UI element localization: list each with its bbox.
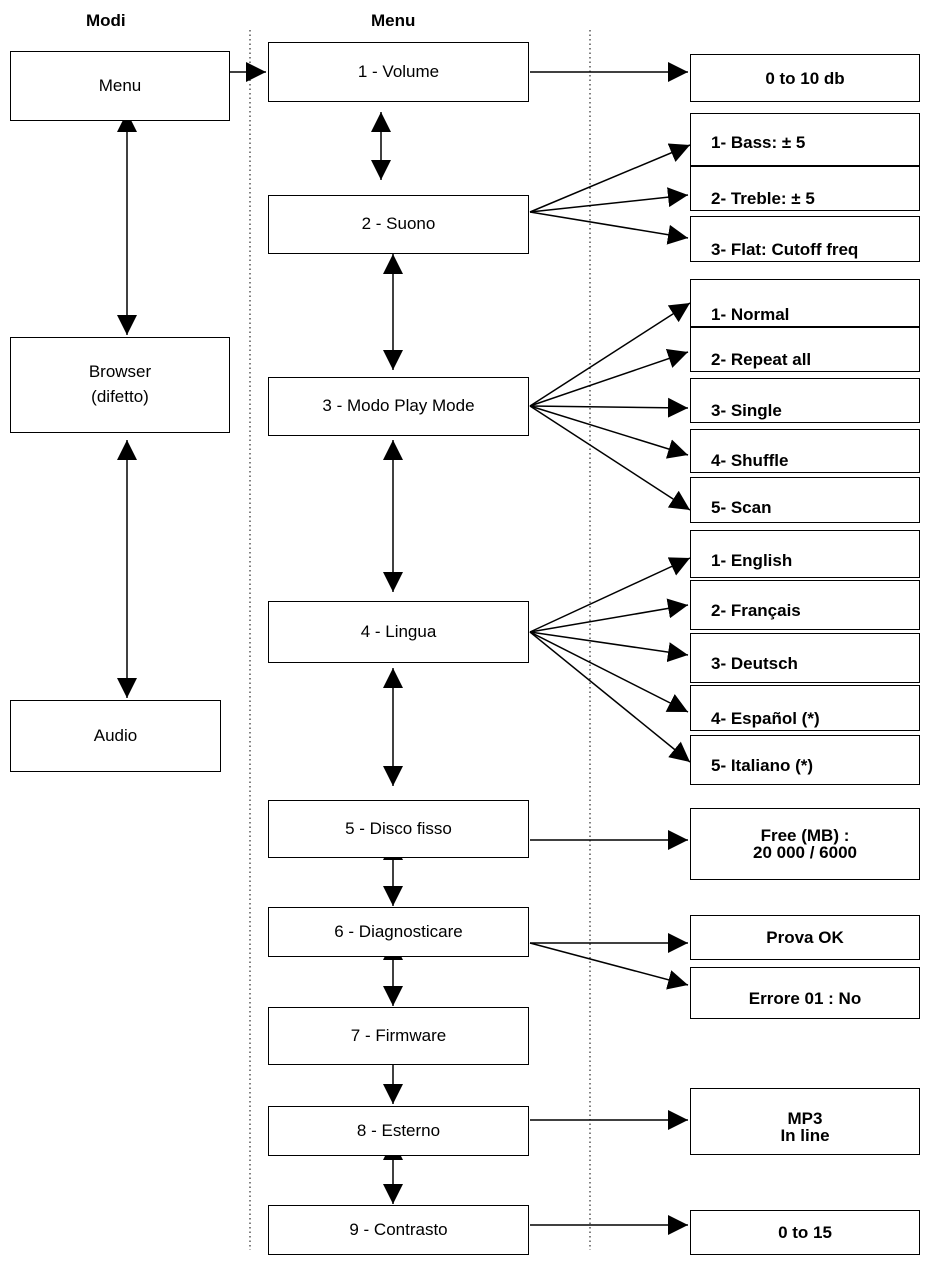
option-play-normal-label: 1- Normal	[711, 305, 790, 324]
menu-item-play-mode[interactable]: 3 - Modo Play Mode	[268, 377, 529, 436]
option-volume-label: 0 to 10 db	[765, 68, 845, 88]
option-language-german-label: 3- Deutsch	[711, 654, 798, 673]
option-sound-flat-label: 3- Flat: Cutoff freq	[711, 240, 859, 259]
arrow-language-option-3	[529, 631, 689, 663]
option-play-repeat-all-label: 2- Repeat all	[711, 350, 812, 369]
arrow-sound-option-2	[529, 187, 689, 213]
option-volume[interactable]: 0 to 10 db	[690, 54, 920, 102]
option-language-spanish[interactable]: 4- Español (*)	[690, 685, 920, 731]
arrow-language-option-4	[529, 631, 689, 713]
arrow-play-option-3	[529, 397, 689, 418]
option-language-spanish-label: 4- Español (*)	[711, 709, 820, 728]
option-play-scan-label: 5- Scan	[711, 498, 772, 517]
arrow-diag-option-2	[529, 942, 689, 990]
menu-item-disk[interactable]: 5 - Disco fisso	[268, 800, 529, 858]
arrow-play-option-4	[529, 405, 689, 459]
option-contrast-label: 0 to 15	[778, 1223, 832, 1242]
option-diag-error-label: Errore 01 : No	[748, 988, 862, 1008]
arrow-play-option-2	[529, 349, 689, 407]
header-menu: Menu	[371, 11, 416, 30]
option-contrast[interactable]: 0 to 15	[690, 1210, 920, 1255]
arrow-play-option-5	[529, 405, 691, 511]
menu-item-diagnostics[interactable]: 6 - Diagnosticare	[268, 907, 529, 957]
option-play-single[interactable]: 3- Single	[690, 378, 920, 423]
option-play-scan[interactable]: 5- Scan	[690, 477, 920, 523]
option-external[interactable]: MP3 In line	[690, 1088, 920, 1155]
option-sound-bass-label: 1- Bass: ± 5	[711, 133, 806, 152]
option-sound-treble[interactable]: 2- Treble: ± 5	[690, 166, 920, 211]
mode-browser-box[interactable]: Browser (difetto)	[10, 337, 230, 433]
option-language-german[interactable]: 3- Deutsch	[690, 633, 920, 683]
mode-menu-box[interactable]: Menu	[10, 51, 230, 121]
menu-item-external[interactable]: 8 - Esterno	[268, 1106, 529, 1156]
option-diag-test[interactable]: Prova OK	[690, 915, 920, 960]
menu-item-sound[interactable]: 2 - Suono	[268, 195, 529, 254]
option-sound-bass[interactable]: 1- Bass: ± 5	[690, 113, 920, 166]
option-language-french-label: 2- Français	[711, 601, 801, 620]
option-play-repeat-all[interactable]: 2- Repeat all	[690, 327, 920, 372]
menu-item-contrast[interactable]: 9 - Contrasto	[268, 1205, 529, 1255]
option-external-label: MP3 In line	[780, 1108, 830, 1145]
option-sound-flat[interactable]: 3- Flat: Cutoff freq	[690, 216, 920, 262]
menu-item-firmware[interactable]: 7 - Firmware	[268, 1007, 529, 1065]
option-play-shuffle[interactable]: 4- Shuffle	[690, 429, 920, 473]
menu-item-language[interactable]: 4 - Lingua	[268, 601, 529, 663]
option-disk-label: Free (MB) : 20 000 / 6000	[753, 826, 857, 862]
arrow-language-option-2	[529, 598, 689, 633]
option-play-normal[interactable]: 1- Normal	[690, 279, 920, 327]
arrow-language-option-1	[529, 557, 691, 633]
option-sound-treble-label: 2- Treble: ± 5	[711, 189, 815, 208]
option-language-french[interactable]: 2- Français	[690, 580, 920, 630]
option-diag-error[interactable]: Errore 01 : No	[690, 967, 920, 1019]
mode-audio-box[interactable]: Audio	[10, 700, 221, 772]
option-play-shuffle-label: 4- Shuffle	[711, 451, 789, 470]
option-language-italian-label: 5- Italiano (*)	[711, 756, 814, 775]
menu-item-volume[interactable]: 1 - Volume	[268, 42, 529, 102]
option-play-single-label: 3- Single	[711, 401, 782, 420]
header-modes: Modi	[86, 11, 126, 30]
arrow-sound-option-3	[529, 211, 689, 245]
option-diag-test-label: Prova OK	[766, 928, 844, 947]
option-language-english-label: 1- English	[711, 551, 793, 570]
option-disk[interactable]: Free (MB) : 20 000 / 6000	[690, 808, 920, 880]
arrow-play-option-1	[529, 302, 691, 407]
arrow-language-option-5	[529, 631, 691, 763]
option-language-english[interactable]: 1- English	[690, 530, 920, 578]
arrow-sound-option-1	[529, 143, 691, 213]
option-language-italian[interactable]: 5- Italiano (*)	[690, 735, 920, 785]
